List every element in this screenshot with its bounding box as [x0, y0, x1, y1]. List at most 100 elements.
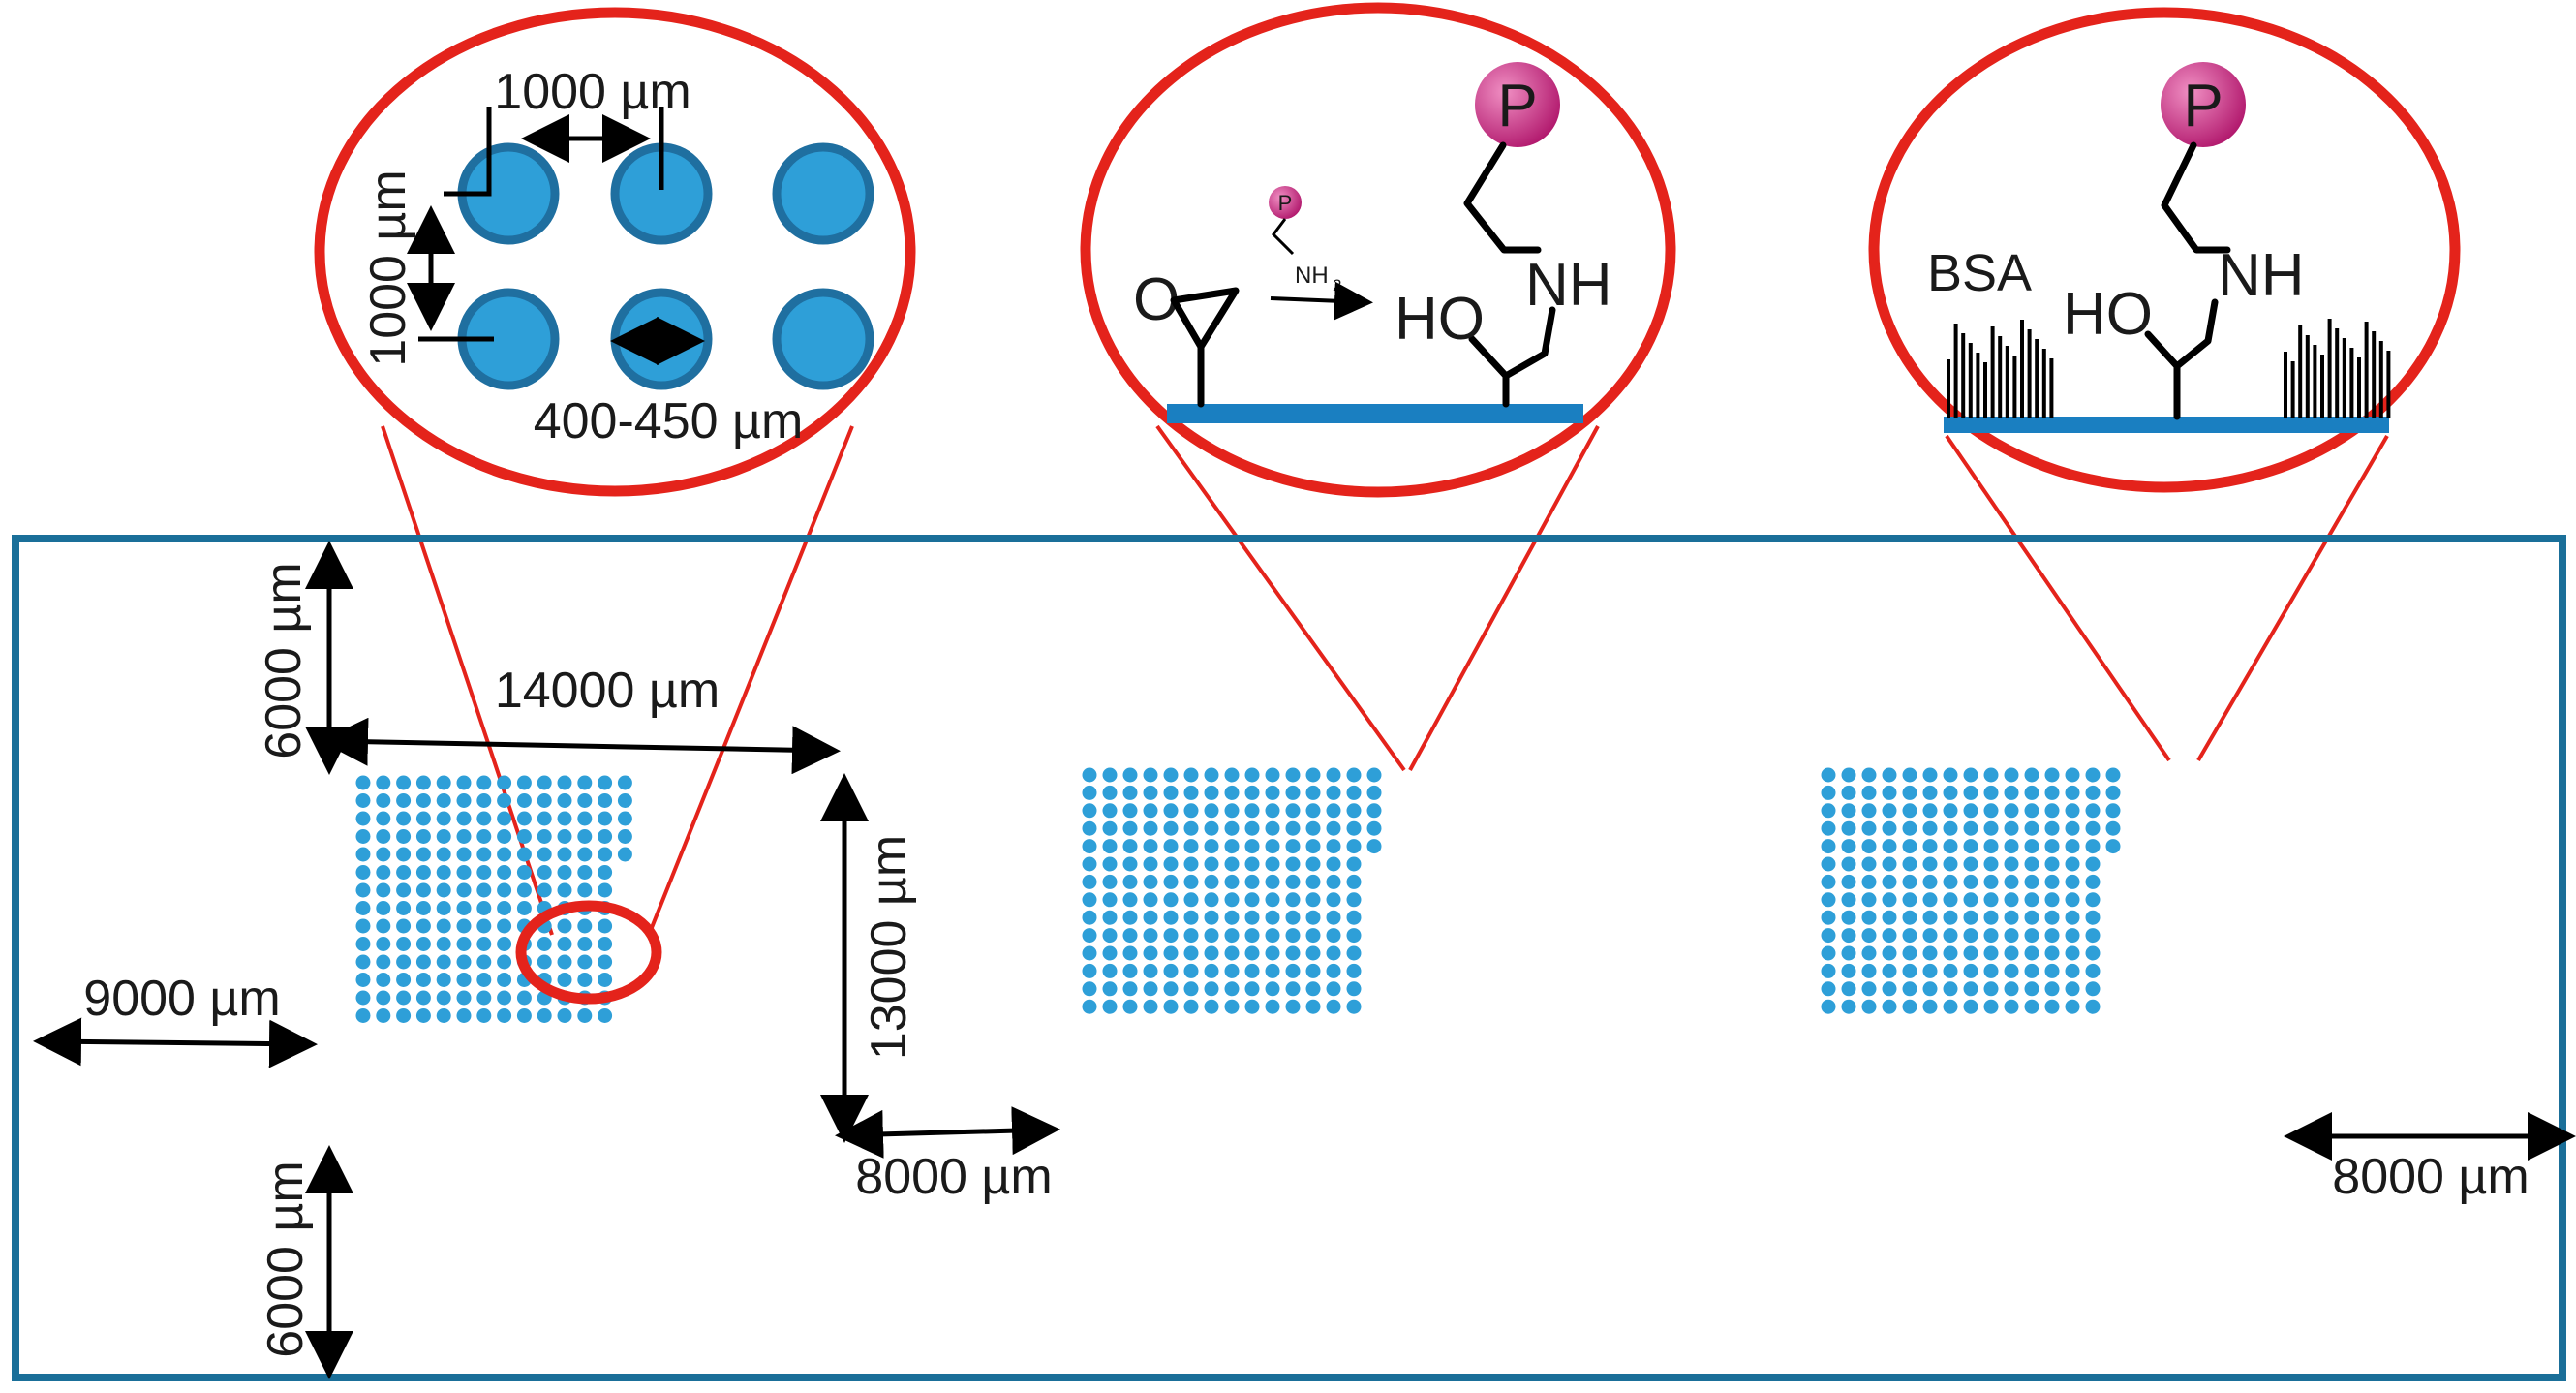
- array-spot: [1963, 874, 1978, 889]
- array-spot: [1943, 785, 1958, 800]
- array-spot: [415, 811, 431, 826]
- array-spot: [2024, 945, 2039, 961]
- array-spot: [1122, 767, 1138, 783]
- array-spot: [1082, 928, 1097, 944]
- array-spot: [456, 954, 472, 970]
- array-spot: [1285, 910, 1301, 925]
- array-spot: [2044, 981, 2060, 997]
- array-spot: [476, 990, 492, 1006]
- array-spot: [436, 1008, 451, 1023]
- array-spot: [1244, 767, 1260, 783]
- array-spot: [1244, 999, 1260, 1014]
- array-spot: [1326, 767, 1341, 783]
- array-spot: [1285, 874, 1301, 889]
- array-spot: [1285, 820, 1301, 836]
- array-spot: [2024, 874, 2039, 889]
- array-spot: [1963, 839, 1978, 854]
- array-spot: [1224, 785, 1240, 800]
- array-spot: [2004, 910, 2019, 925]
- array-spot: [598, 829, 613, 844]
- array-spot: [376, 1008, 391, 1023]
- array-spot: [577, 1008, 593, 1023]
- array-spot: [1346, 981, 1362, 997]
- zoom-line-3-right: [2196, 434, 2389, 762]
- array-spot: [1183, 785, 1199, 800]
- array-spot: [537, 847, 552, 862]
- array-spot: [1943, 963, 1958, 978]
- array-spot: [1963, 892, 1978, 908]
- array-spot: [1882, 803, 1897, 819]
- blocked-surface-bar: [1944, 417, 2389, 433]
- array-spot: [1183, 981, 1199, 997]
- array-spot: [1983, 910, 1999, 925]
- array-spot: [1346, 839, 1362, 854]
- array-spot: [557, 937, 572, 951]
- array-spot: [598, 1008, 613, 1023]
- array-spot: [456, 793, 472, 808]
- array-spot: [1922, 856, 1938, 872]
- array-spot: [1163, 910, 1179, 925]
- array-spot: [1882, 945, 1897, 961]
- array-spot: [456, 973, 472, 987]
- array-spot: [1204, 785, 1219, 800]
- array-spot: [1163, 945, 1179, 961]
- array-spot: [396, 973, 412, 987]
- array-spot: [476, 865, 492, 880]
- array-spot: [476, 918, 492, 934]
- array-spot: [2085, 803, 2101, 819]
- array-spot: [1285, 856, 1301, 872]
- array-spot: [537, 775, 552, 790]
- array-spot: [2024, 928, 2039, 944]
- array-spot: [2085, 856, 2101, 872]
- array-spot: [1122, 981, 1138, 997]
- array-spot: [456, 1008, 472, 1023]
- array-spot: [2004, 839, 2019, 854]
- array-spot: [1265, 785, 1280, 800]
- array-spot: [598, 847, 613, 862]
- array-spot: [577, 882, 593, 898]
- array-width-arrow: [320, 717, 841, 775]
- zoom-line-2-left: [1155, 424, 1406, 772]
- array-spot: [415, 775, 431, 790]
- array-spot: [476, 1008, 492, 1023]
- array-spot: [537, 829, 552, 844]
- array-spot: [1821, 999, 1836, 1014]
- array-spot: [1204, 874, 1219, 889]
- reagent-amine: NH: [1295, 263, 1329, 289]
- array-spot: [1305, 839, 1321, 854]
- array-spot: [1143, 874, 1158, 889]
- array-spot: [1265, 839, 1280, 854]
- bsa-brush-left: [1947, 320, 2054, 418]
- array-spot: [1143, 785, 1158, 800]
- bsa-label: BSA: [1927, 244, 2032, 302]
- array-spot: [1902, 856, 1917, 872]
- array-spot: [1122, 892, 1138, 908]
- array-spot: [1963, 928, 1978, 944]
- array-spot: [1224, 963, 1240, 978]
- array-spot: [1963, 856, 1978, 872]
- array-spot: [2085, 892, 2101, 908]
- array-spot: [1922, 767, 1938, 783]
- array-spot: [577, 918, 593, 934]
- array-spot: [1102, 856, 1118, 872]
- array-spot: [2004, 820, 2019, 836]
- array-spot: [1183, 910, 1199, 925]
- array-spot: [476, 811, 492, 826]
- array-spot: [2024, 785, 2039, 800]
- array-spot: [1122, 874, 1138, 889]
- array-spot: [1265, 820, 1280, 836]
- array-spot: [2044, 945, 2060, 961]
- array-spot: [1224, 803, 1240, 819]
- array-spot: [537, 1008, 552, 1023]
- array-spot: [1265, 963, 1280, 978]
- array-spot: [1346, 874, 1362, 889]
- array-spot: [557, 793, 572, 808]
- array-spot: [1163, 963, 1179, 978]
- array-spot: [557, 829, 572, 844]
- array-spot: [1102, 928, 1118, 944]
- array-spot: [2004, 999, 2019, 1014]
- array-spot: [1902, 803, 1917, 819]
- array-spot: [1183, 999, 1199, 1014]
- array-spot: [577, 937, 593, 951]
- array-spot: [1366, 839, 1382, 854]
